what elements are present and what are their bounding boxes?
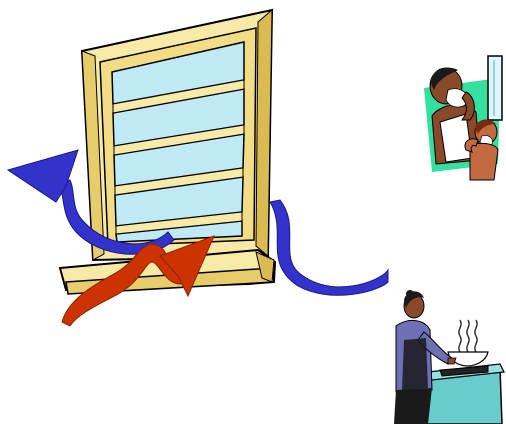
cooking-figure xyxy=(394,290,504,424)
steam-icon xyxy=(459,320,477,352)
cook-apron xyxy=(402,338,428,390)
cook-legs xyxy=(394,388,432,424)
man-undershirt xyxy=(440,114,472,162)
window-illustration xyxy=(60,10,275,294)
outflow-arrow-body xyxy=(270,200,388,295)
child-body xyxy=(470,143,498,180)
shaving-figure xyxy=(424,56,502,180)
